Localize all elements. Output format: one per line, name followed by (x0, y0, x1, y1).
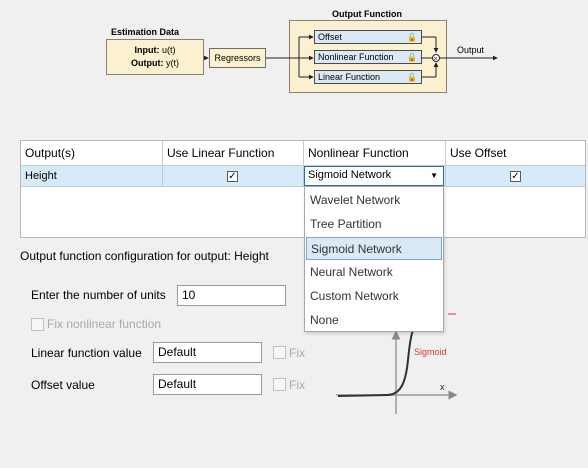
input-label: Input: (134, 45, 160, 55)
option-neural-network[interactable]: Neural Network (310, 265, 393, 279)
nonlinear-function-block: Nonlinear Function 🔓 (314, 50, 422, 64)
x-axis-label: x (440, 382, 445, 392)
output-function-table: Output(s) Use Linear Function Nonlinear … (20, 140, 587, 238)
offset-block: Offset 🔓 (314, 30, 422, 44)
fix-linear-checkbox[interactable] (273, 346, 286, 359)
linear-value-label: Linear function value (31, 346, 142, 360)
option-none[interactable]: None (310, 313, 339, 327)
linear-function-label: Linear Function (318, 72, 381, 82)
output-cell[interactable]: Height (21, 166, 163, 187)
lock-icon: 🔓 (407, 73, 417, 82)
output-label: Output: (131, 58, 164, 68)
output-value: y(t) (166, 58, 179, 68)
diagram-connectors: × (203, 34, 498, 80)
offset-value-input[interactable]: Default (153, 374, 262, 395)
caret-down-icon: ▼ (430, 171, 438, 180)
header-outputs[interactable]: Output(s) (21, 141, 163, 166)
fix-nonlinear-checkbox[interactable] (31, 318, 44, 331)
option-tree-partition[interactable]: Tree Partition (310, 217, 382, 231)
fix-linear-label: Fix (289, 346, 305, 360)
sigmoid-curve (387, 329, 415, 396)
header-use-offset[interactable]: Use Offset (446, 141, 587, 166)
lock-icon: 🔓 (407, 33, 417, 42)
estimation-data-block: Input: u(t) Output: y(t) (106, 39, 204, 75)
table-row[interactable]: Height ✓ ✓ (21, 166, 585, 187)
use-linear-cell[interactable]: ✓ (163, 166, 304, 187)
sigmoid-illustration: Sigmoid x (336, 313, 458, 414)
fix-nonlinear-label: Fix nonlinear function (47, 317, 162, 331)
nonlinear-function-dropdown: Wavelet Network Tree Partition Sigmoid N… (304, 186, 444, 332)
diagram-output-label: Output (457, 45, 485, 55)
nonlinear-select-value: Sigmoid Network (308, 169, 392, 181)
use-offset-cell[interactable]: ✓ (446, 166, 587, 187)
nonlinear-function-label: Nonlinear Function (318, 52, 394, 62)
units-label: Enter the number of units (31, 288, 166, 302)
nonlinear-cell[interactable] (304, 166, 446, 187)
fix-offset-label: Fix (289, 378, 305, 392)
header-nonlinear-function[interactable]: Nonlinear Function (304, 141, 446, 166)
option-sigmoid-network[interactable]: Sigmoid Network (306, 237, 442, 260)
nonlinear-function-select[interactable]: Sigmoid Network ▼ (304, 166, 444, 186)
offset-value-label: Offset value (31, 378, 95, 392)
sigmoid-curve-label: Sigmoid (414, 347, 447, 357)
use-linear-checkbox[interactable]: ✓ (227, 171, 238, 182)
output-function-title: Output Function (332, 9, 402, 19)
header-use-linear-function[interactable]: Use Linear Function (163, 141, 304, 166)
lock-icon: 🔓 (407, 53, 417, 62)
svg-text:×: × (434, 56, 438, 63)
input-value: u(t) (162, 45, 176, 55)
option-wavelet-network[interactable]: Wavelet Network (310, 193, 401, 207)
config-heading: Output function configuration for output… (20, 249, 269, 263)
regressors-block: Regressors (209, 48, 266, 68)
offset-label: Offset (318, 32, 342, 42)
units-input[interactable]: 10 (177, 285, 286, 306)
linear-function-block: Linear Function 🔓 (314, 70, 422, 84)
linear-value-input[interactable]: Default (153, 342, 262, 363)
estimation-data-title: Estimation Data (111, 27, 180, 37)
linear-asymptote (337, 394, 389, 397)
fix-offset-checkbox[interactable] (273, 378, 286, 391)
option-custom-network[interactable]: Custom Network (310, 289, 399, 303)
use-offset-checkbox[interactable]: ✓ (510, 171, 521, 182)
